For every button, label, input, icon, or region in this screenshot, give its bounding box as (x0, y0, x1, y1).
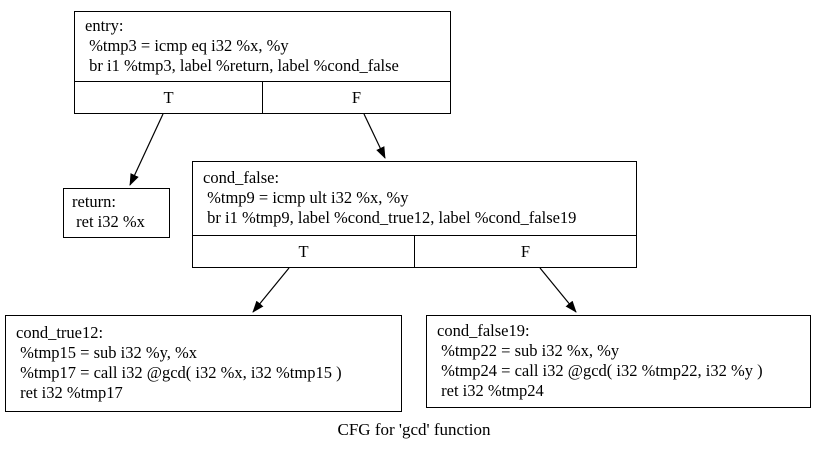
node-cond-false-line2: br i1 %tmp9, label %cond_true12, label %… (203, 208, 577, 227)
node-entry-line1: %tmp3 = icmp eq i32 %x, %y (85, 36, 289, 55)
node-cond-false-label: cond_false: %tmp9 = icmp ult i32 %x, %y … (193, 162, 636, 235)
node-entry-port-false: F (351, 87, 362, 107)
node-cond-true12-label: cond_true12: %tmp15 = sub i32 %y, %x %tm… (6, 316, 401, 411)
node-cond-false-port-false: F (520, 241, 531, 261)
node-cond-false19-line3: ret i32 %tmp24 (437, 381, 544, 400)
node-cond-false-ports: T F (193, 235, 636, 267)
edge-entry-false-to-cond-false (363, 113, 386, 159)
node-cond-false-port-true: T (193, 236, 415, 267)
edge-entry-true-to-return (129, 113, 164, 186)
node-cond-true12-line2: %tmp17 = call i32 @gcd( i32 %x, i32 %tmp… (16, 363, 342, 382)
node-cond-true12-line3: ret i32 %tmp17 (16, 383, 123, 402)
node-entry-title: entry: (85, 16, 124, 35)
node-cond-false19-line2: %tmp24 = call i32 @gcd( i32 %tmp22, i32 … (437, 361, 763, 380)
cfg-node-cond-false: cond_false: %tmp9 = icmp ult i32 %x, %y … (192, 161, 637, 268)
edge-cond-false-true-to-cond-true12 (252, 267, 290, 313)
cfg-node-cond-false19: cond_false19: %tmp22 = sub i32 %x, %y %t… (426, 315, 811, 408)
node-entry-line2: br i1 %tmp3, label %return, label %cond_… (85, 56, 399, 75)
node-cond-false-title: cond_false: (203, 168, 280, 187)
node-cond-false19-title: cond_false19: (437, 321, 530, 340)
graph-caption: CFG for 'gcd' function (337, 420, 491, 439)
node-cond-false19-line1: %tmp22 = sub i32 %x, %y (437, 341, 620, 360)
node-return-title: return: (72, 192, 116, 211)
node-entry-label: entry: %tmp3 = icmp eq i32 %x, %y br i1 … (75, 12, 450, 81)
edge-cond-false-false-to-cond-false19 (539, 267, 577, 313)
node-return-line1: ret i32 %x (72, 212, 145, 231)
node-entry-ports: T F (75, 81, 450, 113)
node-return-label: return: ret i32 %x (64, 189, 169, 237)
node-cond-false19-label: cond_false19: %tmp22 = sub i32 %x, %y %t… (427, 316, 810, 407)
cfg-node-return: return: ret i32 %x (63, 188, 170, 238)
node-cond-false-line1: %tmp9 = icmp ult i32 %x, %y (203, 188, 409, 207)
cfg-node-entry: entry: %tmp3 = icmp eq i32 %x, %y br i1 … (74, 11, 451, 114)
node-cond-true12-line1: %tmp15 = sub i32 %y, %x (16, 343, 198, 362)
cfg-node-cond-true12: cond_true12: %tmp15 = sub i32 %y, %x %tm… (5, 315, 402, 412)
node-entry-port-true: T (75, 82, 263, 113)
node-cond-true12-title: cond_true12: (16, 323, 104, 342)
